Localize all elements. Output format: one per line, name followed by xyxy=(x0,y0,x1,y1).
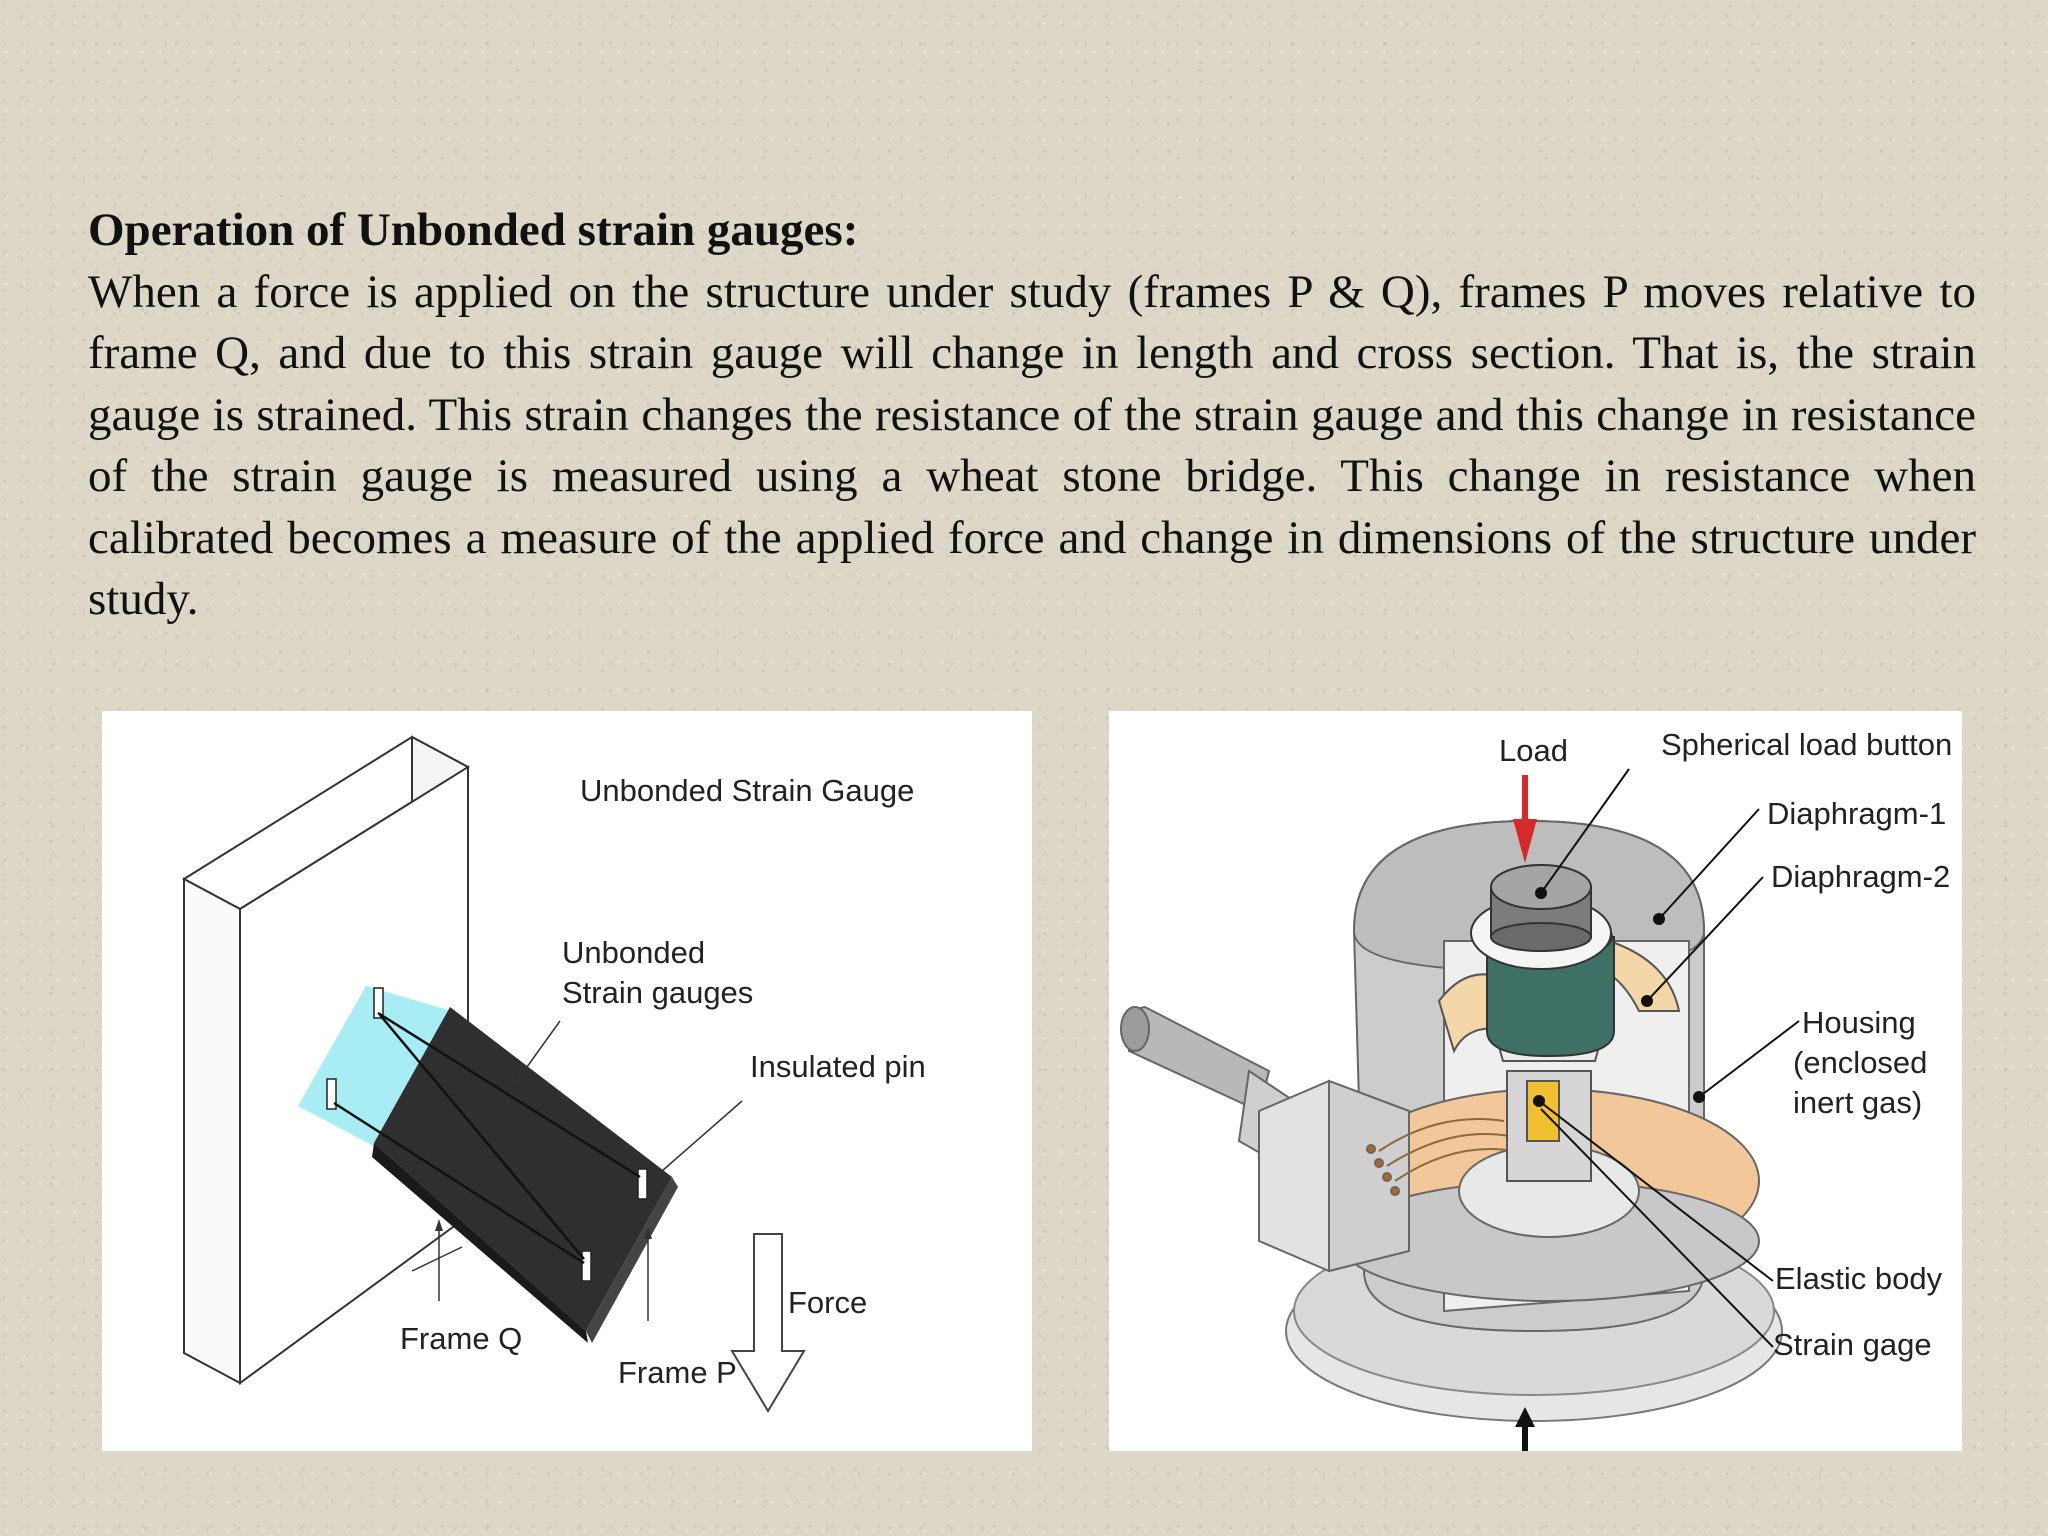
figure-title: Unbonded Strain Gauge xyxy=(580,773,914,808)
frame-q-slab xyxy=(182,735,470,1385)
label-force: Force xyxy=(788,1285,867,1320)
label-diaphragm-1: Diaphragm-1 xyxy=(1767,796,1946,831)
label-frame-p: Frame P xyxy=(618,1355,737,1390)
label-housing-2: (enclosed xyxy=(1793,1045,1927,1080)
bottom-arrow xyxy=(1515,1407,1535,1451)
force-arrow xyxy=(730,1233,806,1413)
pointer-dots xyxy=(1533,887,1705,1107)
label-spherical-load-button: Spherical load button xyxy=(1661,727,1952,762)
label-insulated-pin: Insulated pin xyxy=(750,1049,926,1084)
slide-title: Operation of Unbonded strain gauges: xyxy=(88,204,859,256)
label-housing-3: inert gas) xyxy=(1793,1085,1922,1120)
connector-box xyxy=(1258,1079,1410,1273)
label-frame-q: Frame Q xyxy=(400,1321,522,1356)
load-cell-figure: Load Spherical load button Diaphragm-1 D… xyxy=(1109,711,1962,1451)
label-gauges-1: Unbonded xyxy=(562,935,705,970)
pointer-lines xyxy=(1538,768,1800,1348)
strain-wires xyxy=(333,1011,641,1265)
gauge-wires xyxy=(1378,1118,1515,1182)
unbonded-gauge-figure: Unbonded Strain Gauge Unbonded Strain ga… xyxy=(102,711,1032,1451)
frame-p-block xyxy=(372,1007,678,1343)
slide-text: Operation of Unbonded strain gauges: Whe… xyxy=(88,200,1976,631)
label-load: Load xyxy=(1499,733,1568,768)
label-diaphragm-2: Diaphragm-2 xyxy=(1771,859,1950,894)
insulated-pins xyxy=(326,987,648,1282)
spherical-load-button xyxy=(1470,864,1612,970)
pointer-lines xyxy=(411,1020,743,1321)
label-gauges-2: Strain gauges xyxy=(562,975,753,1010)
slide-body: When a force is applied on the structure… xyxy=(88,265,1976,626)
load-arrow xyxy=(1513,775,1537,863)
label-housing-1: Housing xyxy=(1802,1005,1916,1040)
label-elastic-body: Elastic body xyxy=(1775,1261,1943,1296)
label-strain-gage: Strain gage xyxy=(1773,1327,1932,1362)
